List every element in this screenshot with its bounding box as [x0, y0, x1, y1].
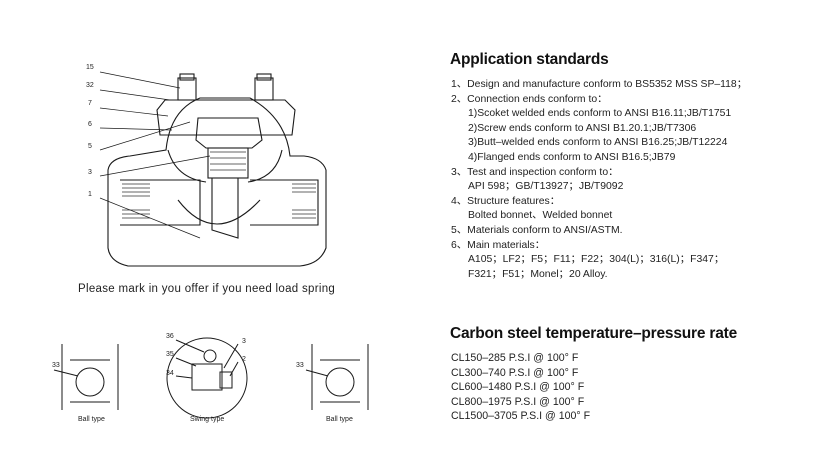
swing-callout-35: 35 [166, 351, 174, 358]
application-standards-list: 1、Design and manufacture conform to BS53… [451, 78, 811, 282]
ball-right-label: Ball type [326, 416, 353, 423]
ball-right-callout: 33 [296, 362, 304, 369]
swing-callout-2: 2 [242, 356, 246, 363]
load-spring-caption: Please mark in you offer if you need loa… [78, 283, 336, 295]
standard-line: 6、Main materials： [451, 239, 546, 251]
standard-line: API 598；GB/T13927；JB/T9092 [468, 181, 624, 193]
standard-line: 2、Connection ends conform to： [451, 93, 608, 105]
standard-line: 1、Design and manufacture conform to BS53… [451, 79, 748, 90]
pressure-rate-title: Carbon steel temperature–pressure rate [450, 325, 738, 342]
pressure-rate-line: CL150–285 P.S.I @ 100° F [451, 352, 579, 364]
pressure-rate-line: CL800–1975 P.S.I @ 100° F [451, 395, 585, 408]
callout-32: 32 [86, 82, 94, 89]
standard-line: 5、Materials conform to ANSI/ASTM. [451, 224, 623, 236]
standard-line: 3)Butt–welded ends conform to ANSI B16.2… [468, 137, 728, 149]
pressure-rate-list: CL150–285 P.S.I @ 100° F CL300–740 P.S.I… [451, 351, 590, 424]
standard-line: A105；LF2；F5；F11；F22；304(L)；316(L)；F347； [468, 254, 725, 266]
callout-1: 1 [88, 191, 92, 198]
callout-5: 5 [88, 143, 92, 150]
callout-15: 15 [86, 64, 94, 71]
pressure-rate-line: CL1500–3705 P.S.I @ 100° F [451, 410, 591, 423]
callout-7: 7 [88, 100, 92, 107]
swing-callout-34: 34 [166, 370, 174, 377]
swing-label: Swing type [190, 416, 225, 423]
standard-line: 1)Scoket welded ends conform to ANSI B16… [468, 108, 732, 120]
standard-line: 3、Test and inspection conform to： [451, 166, 619, 178]
standard-line: 4、Structure features： [451, 195, 561, 207]
standard-line: Bolted bonnet、Welded bonnet [468, 210, 613, 222]
valve-cross-section-drawing [53, 71, 369, 419]
application-standards-title: Application standards [450, 51, 609, 68]
standard-line: 4)Flanged ends conform to ANSI B16.5;JB7… [468, 151, 676, 163]
standard-line: F321；F51；Monel；20 Alloy. [468, 268, 608, 280]
pressure-rate-line: CL600–1480 P.S.I @ 100° F [451, 381, 585, 394]
pressure-rate-line: CL300–740 P.S.I @ 100° F [451, 366, 579, 379]
standard-line: 2)Screw ends conform to ANSI B1.20.1;JB/… [468, 122, 697, 134]
swing-callout-3: 3 [242, 338, 246, 345]
valve-drawing-area: 15 32 7 6 5 3 1 Please mark in you offer… [52, 64, 369, 423]
callout-6: 6 [88, 121, 92, 128]
callout-3: 3 [88, 169, 92, 176]
ball-left-callout: 33 [52, 362, 60, 369]
ball-left-label: Ball type [78, 416, 105, 423]
swing-callout-36: 36 [166, 333, 174, 340]
